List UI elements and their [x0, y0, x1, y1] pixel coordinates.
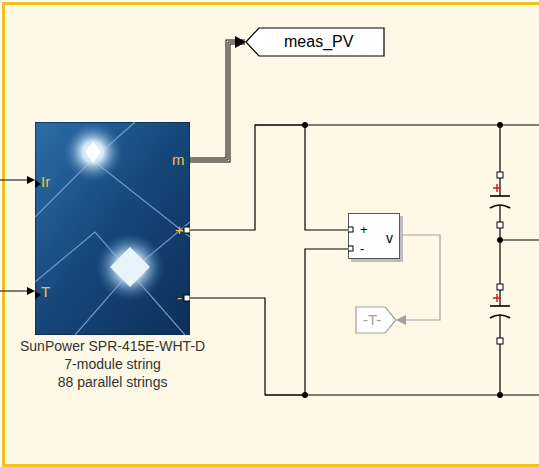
input-line — [0, 179, 34, 180]
capacitor-wire — [499, 228, 500, 284]
conn-port — [184, 295, 190, 301]
pv-array-block: IrTm+-SunPower SPR-415E-WHT-D 7-module s… — [35, 122, 190, 335]
pv-panel — [35, 122, 190, 335]
bus-line — [190, 42, 245, 160]
tag-label: -T- — [363, 310, 381, 330]
port-label: Ir — [41, 172, 50, 192]
polarity-mark — [493, 184, 501, 192]
capacitor-wire — [499, 315, 500, 338]
cell-highlight — [85, 142, 101, 162]
conn-port — [348, 227, 353, 232]
capacitor-wire — [499, 205, 500, 222]
input-port — [35, 180, 41, 299]
port-label: + — [175, 220, 184, 240]
connector — [397, 235, 440, 320]
capacitor-terminal — [497, 284, 503, 290]
node-outline — [348, 213, 403, 262]
block-name: SunPower SPR-415E-WHT-D 7-module string … — [20, 337, 205, 392]
connector — [190, 125, 348, 230]
port-label: m — [172, 150, 185, 170]
midpoint-wire — [500, 239, 539, 240]
junction-dot — [497, 237, 503, 243]
node-outline — [35, 122, 190, 335]
cell-edge — [35, 122, 190, 335]
tag-label: meas_PV — [284, 32, 353, 53]
port-label: v — [386, 229, 393, 247]
polarity-mark — [493, 294, 501, 302]
bus-line — [190, 42, 245, 160]
capacitor-wire — [499, 178, 500, 196]
connector-line — [190, 42, 245, 160]
block-outline — [349, 214, 400, 259]
voltage-measurement-block: + - v — [348, 213, 403, 262]
conn-port — [184, 227, 190, 233]
cell-highlight — [110, 247, 150, 287]
capacitor-plate — [490, 195, 510, 197]
connector-line — [190, 249, 348, 395]
port-label: - — [360, 241, 364, 258]
capacitor-terminal — [497, 172, 503, 178]
junction-dot — [497, 122, 503, 128]
capacitor-wire — [499, 125, 500, 172]
cell-glow — [96, 233, 164, 301]
cell-glow — [63, 122, 123, 182]
capacitor-plate — [490, 305, 510, 307]
conn-port — [348, 246, 353, 251]
port-label: - — [177, 288, 182, 308]
port-label: T — [41, 282, 50, 302]
from-tag: -T- — [355, 306, 397, 334]
capacitor-wire — [499, 344, 500, 395]
tag-outline — [356, 307, 396, 333]
input-line — [0, 290, 34, 291]
junction-dot — [497, 392, 503, 398]
connector — [190, 249, 348, 395]
connector-line — [397, 235, 440, 320]
capacitor-terminal — [497, 338, 503, 344]
goto-tag: meas_PV — [245, 27, 385, 57]
connector — [190, 42, 245, 160]
connector-line — [190, 125, 348, 230]
bus-line — [190, 42, 245, 160]
port-label: + — [360, 222, 368, 239]
tag-outline — [246, 28, 384, 56]
capacitor-terminal — [497, 222, 503, 228]
